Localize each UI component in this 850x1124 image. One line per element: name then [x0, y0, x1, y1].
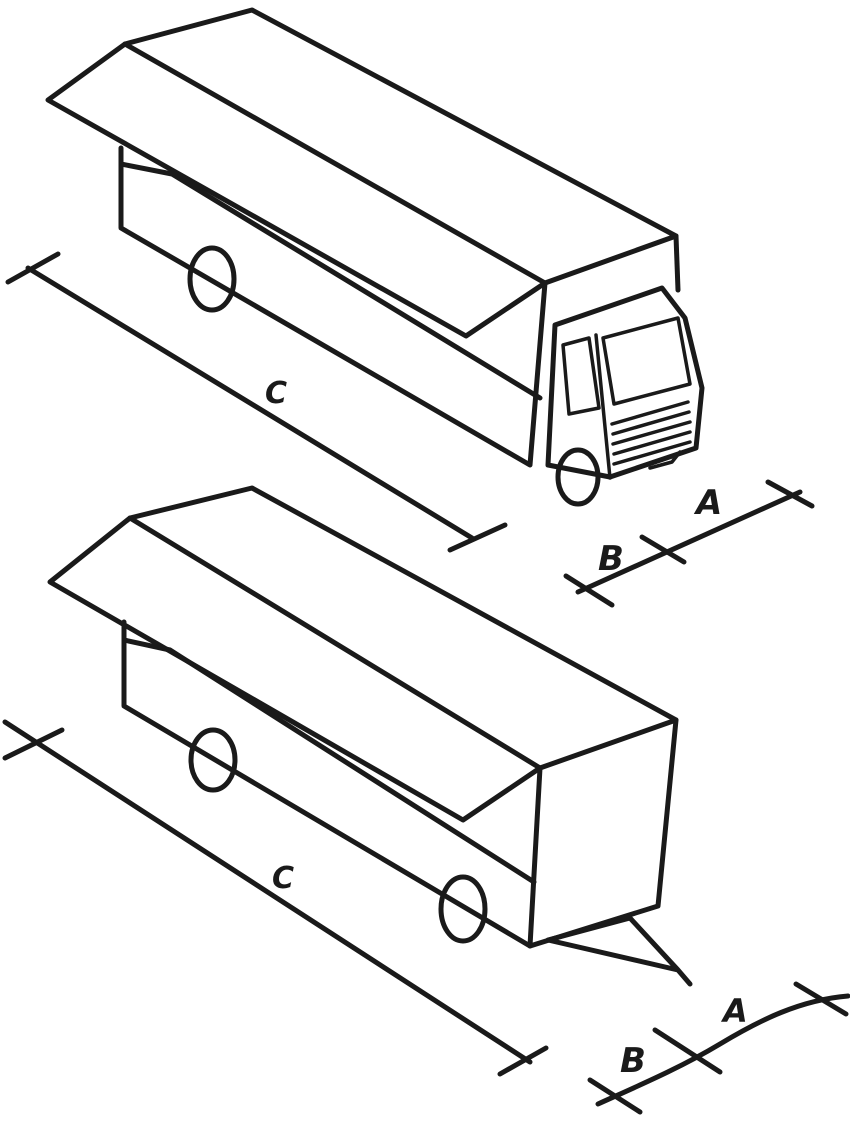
trailer-box-side-stripe [121, 637, 537, 885]
truck-dimension-c-tick-start [5, 251, 61, 285]
truck-cab-outline [545, 285, 705, 480]
trailer-box-front [527, 717, 679, 949]
truck-label-c: C [265, 376, 287, 411]
trailer-box-roof-edge [127, 515, 543, 771]
truck-cab-windshield [601, 316, 692, 406]
trailer-dimension-b-tick [587, 1077, 643, 1115]
truck-box-front [673, 233, 681, 293]
truck-dimension-a-tick [765, 479, 815, 509]
truck-bumper [648, 450, 682, 470]
truck-cab-pillar [594, 333, 612, 480]
trailer-label-a: A [720, 992, 748, 1030]
truck-box-side-stripe [118, 161, 543, 401]
truck-label-b: B [598, 539, 624, 579]
truck-dimension-ab-tick [639, 534, 687, 565]
trailer-dimension-ab-tick [652, 1027, 723, 1075]
truck-dimension-b-tick [563, 573, 615, 608]
trailer-dimension-c-line [2, 719, 533, 1065]
truck-dimension-c-line [25, 265, 475, 541]
trailer-label-b: B [620, 1041, 646, 1081]
truck-label-a: A [693, 483, 722, 523]
trailer-box-side [121, 619, 543, 949]
truck-grille [610, 400, 692, 466]
truck-box-side [118, 145, 548, 468]
truck-dimension-ab-line [575, 489, 803, 595]
trailer-label-c: C [272, 861, 294, 896]
truck-cab-door [561, 336, 601, 416]
truck-rear-wheel [187, 245, 237, 313]
trailer-dimension-c-tick-start [2, 727, 65, 761]
trailer-rear-wheel [188, 727, 238, 793]
trailer-front-wheel [438, 874, 488, 944]
trailer-figure: C B A [2, 485, 850, 1115]
trailer-dimension-a-tick [793, 981, 849, 1017]
trailer-dimension-ab-line [595, 993, 850, 1107]
trailer-dimension-c-tick-end [497, 1045, 549, 1077]
truck-figure: C B A [5, 7, 815, 608]
truck-dimension-c-tick-end [447, 522, 508, 553]
trailer-drawbar [545, 915, 693, 987]
truck-front-wheel [555, 447, 601, 507]
truck-box-roof-edge [122, 41, 548, 286]
